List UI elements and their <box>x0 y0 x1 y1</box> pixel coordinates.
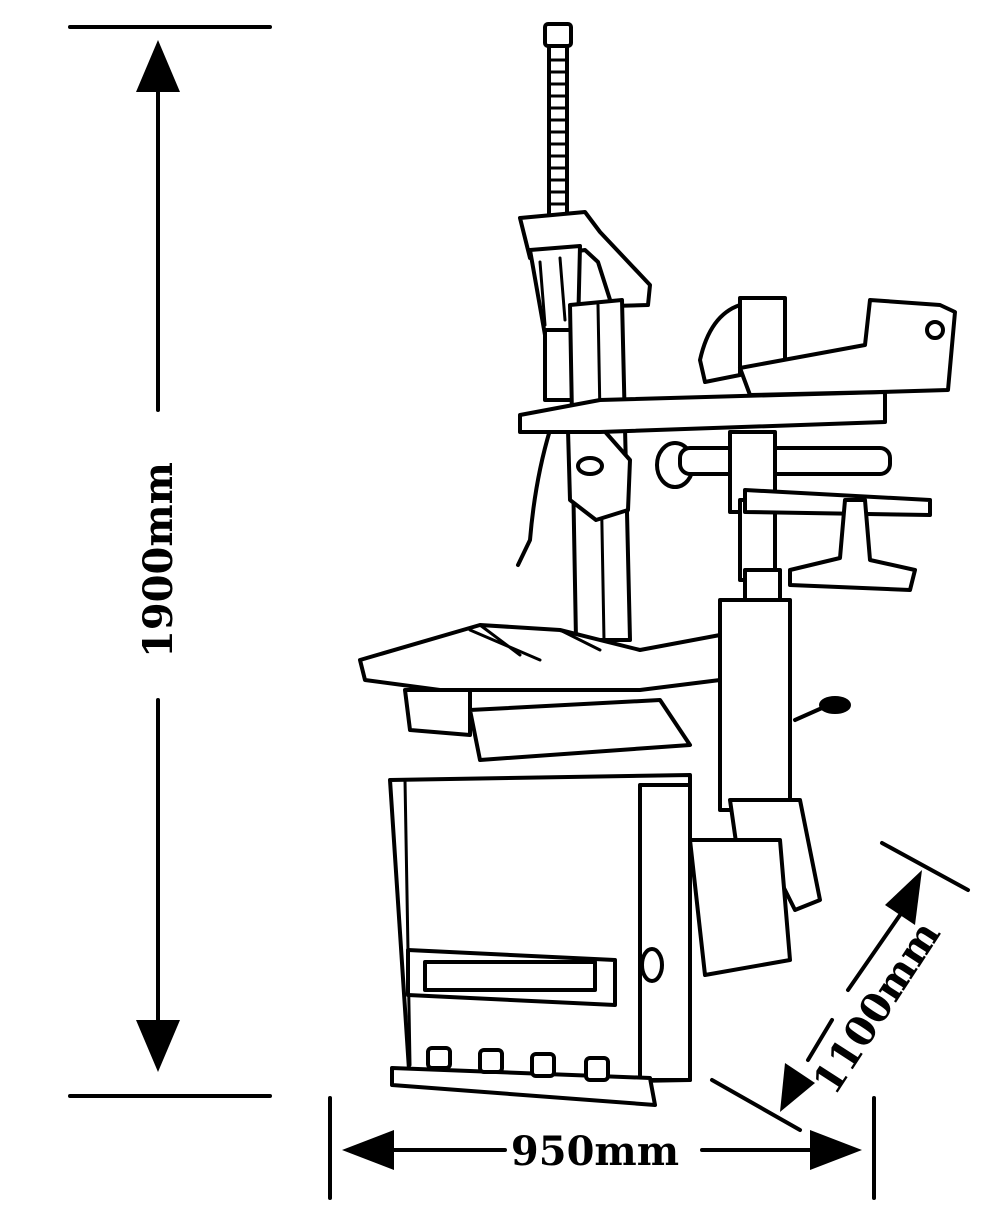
width-arrow-right <box>810 1130 862 1170</box>
depth-upper-extension-line <box>880 841 970 892</box>
width-label: 950mm <box>511 1128 679 1175</box>
tire-changer-machine <box>358 22 957 1107</box>
depth-label: 1100mm <box>804 913 950 1103</box>
main-column <box>516 298 632 642</box>
height-label: 1900mm <box>135 462 182 658</box>
height-dimension: 1900mm <box>68 25 272 1098</box>
foot-pedals <box>390 1046 657 1107</box>
horizontal-arm <box>518 296 957 434</box>
width-arrow-left <box>342 1130 394 1170</box>
height-arrow-down <box>136 1020 180 1072</box>
turntable <box>358 623 722 762</box>
height-arrow-up <box>136 40 180 92</box>
width-dimension: 950mm <box>328 1096 876 1200</box>
swing-arm-head <box>518 210 652 402</box>
depth-arrow-down <box>780 1063 815 1112</box>
depth-line-upper <box>846 913 902 992</box>
assist-arm <box>655 430 932 622</box>
cabinet <box>388 773 792 1087</box>
depth-arrow-up <box>885 870 922 925</box>
depth-line-lower <box>806 1018 834 1062</box>
vertical-shaft <box>543 22 573 218</box>
depth-lower-extension-line <box>710 1078 802 1132</box>
